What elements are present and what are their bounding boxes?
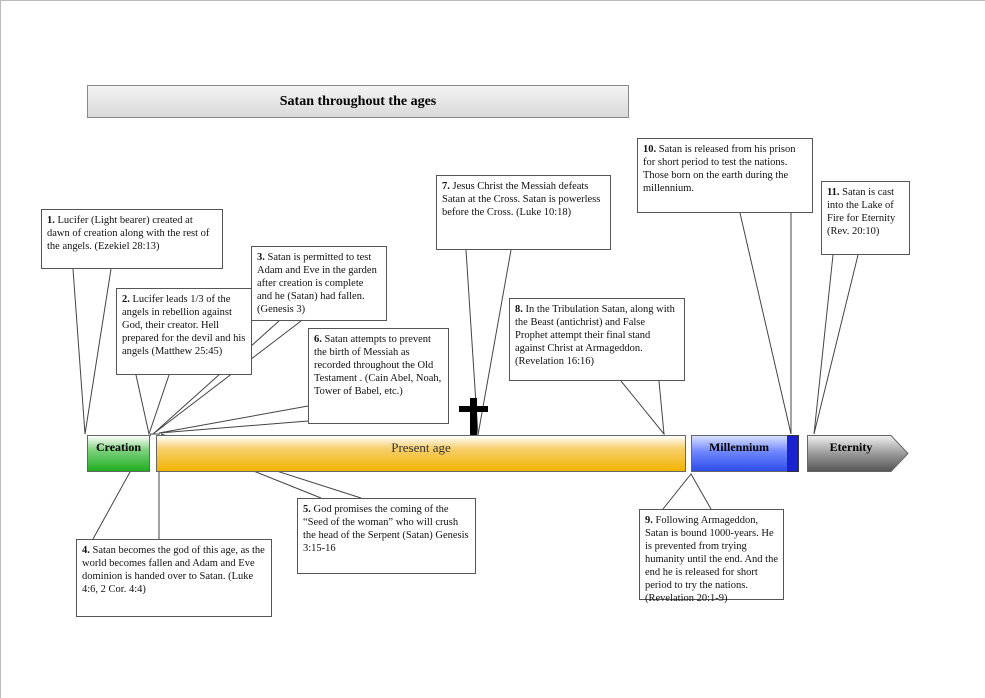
event-text: Satan becomes the god of this age, as th… [82,545,265,595]
pointer-6 [158,405,309,434]
event-text: Following Armageddon, Satan is bound 100… [645,515,778,604]
timeline-millennium: Millennium [691,435,799,472]
event-number: 10. [643,144,657,155]
pointer-8 [620,380,665,436]
pointer-11 [813,254,859,435]
pointer-4 [92,433,160,540]
event-4: 4. Satan becomes the god of this age, as… [76,539,272,617]
event-8: 8. In the Tribulation Satan, along with … [509,298,685,381]
event-text: God promises the coming of the “Seed of … [303,504,469,554]
pointer-2 [135,374,170,436]
timeline-eternity: Eternity [807,435,909,472]
cross-icon [459,398,488,435]
event-number: 7. [442,181,450,192]
diagram-title: Satan throughout the ages [87,85,629,118]
event-text: Satan is released from his prison for sh… [643,144,796,194]
event-2: 2. Lucifer leads 1/3 of the angels in re… [116,288,252,375]
event-number: 2. [122,294,130,305]
event-text: Satan is permitted to test Adam and Eve … [257,252,377,315]
event-text: Lucifer (Light bearer) created at dawn o… [47,215,210,252]
millennium-label: Millennium [708,440,769,454]
event-number: 8. [515,304,523,315]
event-number: 1. [47,215,55,226]
event-number: 11. [827,187,840,198]
event-number: 3. [257,252,265,263]
timeline-creation: Creation [87,435,150,472]
pointer-1 [72,268,112,435]
event-text: Lucifer leads 1/3 of the angels in rebel… [122,294,246,357]
event-text: Satan is cast into the Lake of Fire for … [827,187,896,237]
event-3: 3. Satan is permitted to test Adam and E… [251,246,387,321]
eternity-label: Eternity [829,440,873,454]
event-9: 9. Following Armageddon, Satan is bound … [639,509,784,604]
event-5: 5. God promises the coming of the “Seed … [297,498,476,574]
event-7: 7. Jesus Christ the Messiah defeats Sata… [436,175,611,250]
pointer-9 [662,473,712,510]
event-text: Jesus Christ the Messiah defeats Satan a… [442,181,601,218]
event-number: 5. [303,504,311,515]
event-10: 10. Satan is released from his prison fo… [637,138,813,213]
event-text: In the Tribulation Satan, along with the… [515,304,675,367]
pointer-5 [160,433,362,499]
millennium-end-band [787,435,799,472]
event-number: 6. [314,334,322,345]
event-11: 11. Satan is cast into the Lake of Fire … [821,181,910,255]
eternity-arrow-shape [807,435,909,472]
event-text: Satan attempts to prevent the birth of M… [314,334,442,397]
pointer-10 [739,212,792,435]
event-6: 6. Satan attempts to prevent the birth o… [308,328,449,424]
event-number: 9. [645,515,653,526]
event-number: 4. [82,545,90,556]
event-1: 1. Lucifer (Light bearer) created at daw… [41,209,223,269]
timeline-present-age: Present age [156,435,686,472]
